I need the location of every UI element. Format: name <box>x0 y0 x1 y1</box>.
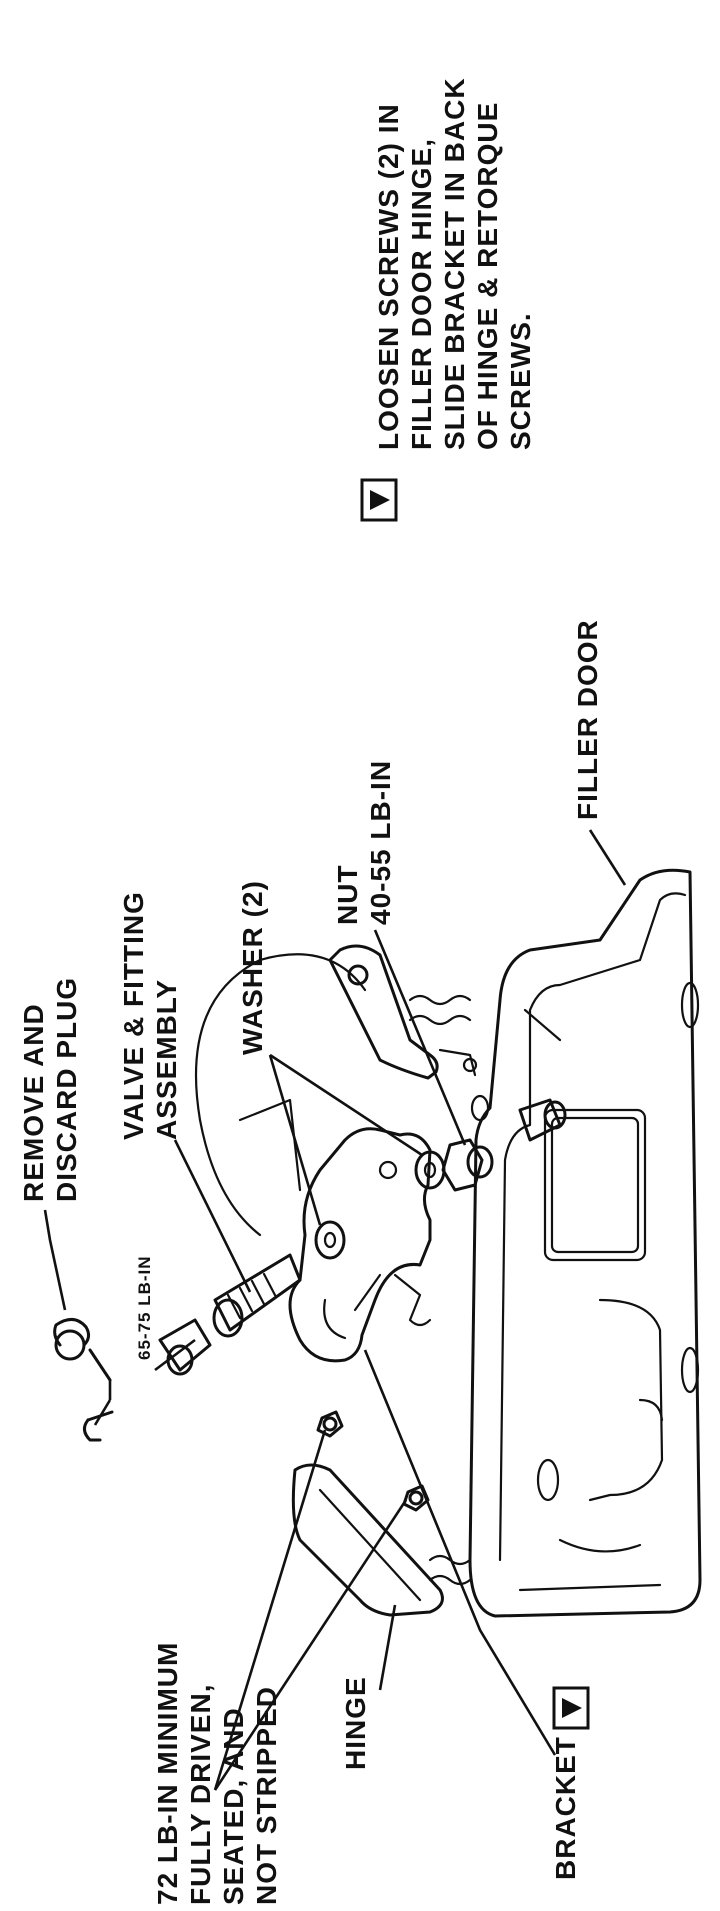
label-valve-fitting-assembly: VALVE & FITTING ASSEMBLY <box>118 882 182 1140</box>
leader-lines <box>43 829 627 1791</box>
bracket-part <box>194 953 432 1363</box>
label-filler-door: FILLER DOOR <box>572 619 603 820</box>
valve-fitting-part <box>53 1253 302 1442</box>
label-torque-fitting: 65-75 LB-IN <box>135 1255 154 1360</box>
label-bracket: BRACKET <box>550 1736 581 1880</box>
label-remove-plug: REMOVE AND DISCARD PLUG <box>18 977 82 1202</box>
washers-and-nut-part <box>314 1098 567 1260</box>
label-note: LOOSEN SCREWS (2) IN FILLER DOOR HINGE, … <box>373 69 536 450</box>
label-hinge: HINGE <box>340 1676 371 1770</box>
bracket-marker-triangle-icon <box>552 1686 590 1730</box>
filler-door-panel <box>468 868 702 1618</box>
label-washer: WASHER (2) <box>237 880 268 1055</box>
hinge-upper <box>328 944 562 1080</box>
label-nut: NUT 40-55 LB-IN <box>332 760 396 925</box>
label-torque-screws: 72 LB-IN MINIMUM FULLY DRIVEN, SEATED, A… <box>152 1633 282 1905</box>
note-marker-triangle-icon <box>360 478 398 522</box>
